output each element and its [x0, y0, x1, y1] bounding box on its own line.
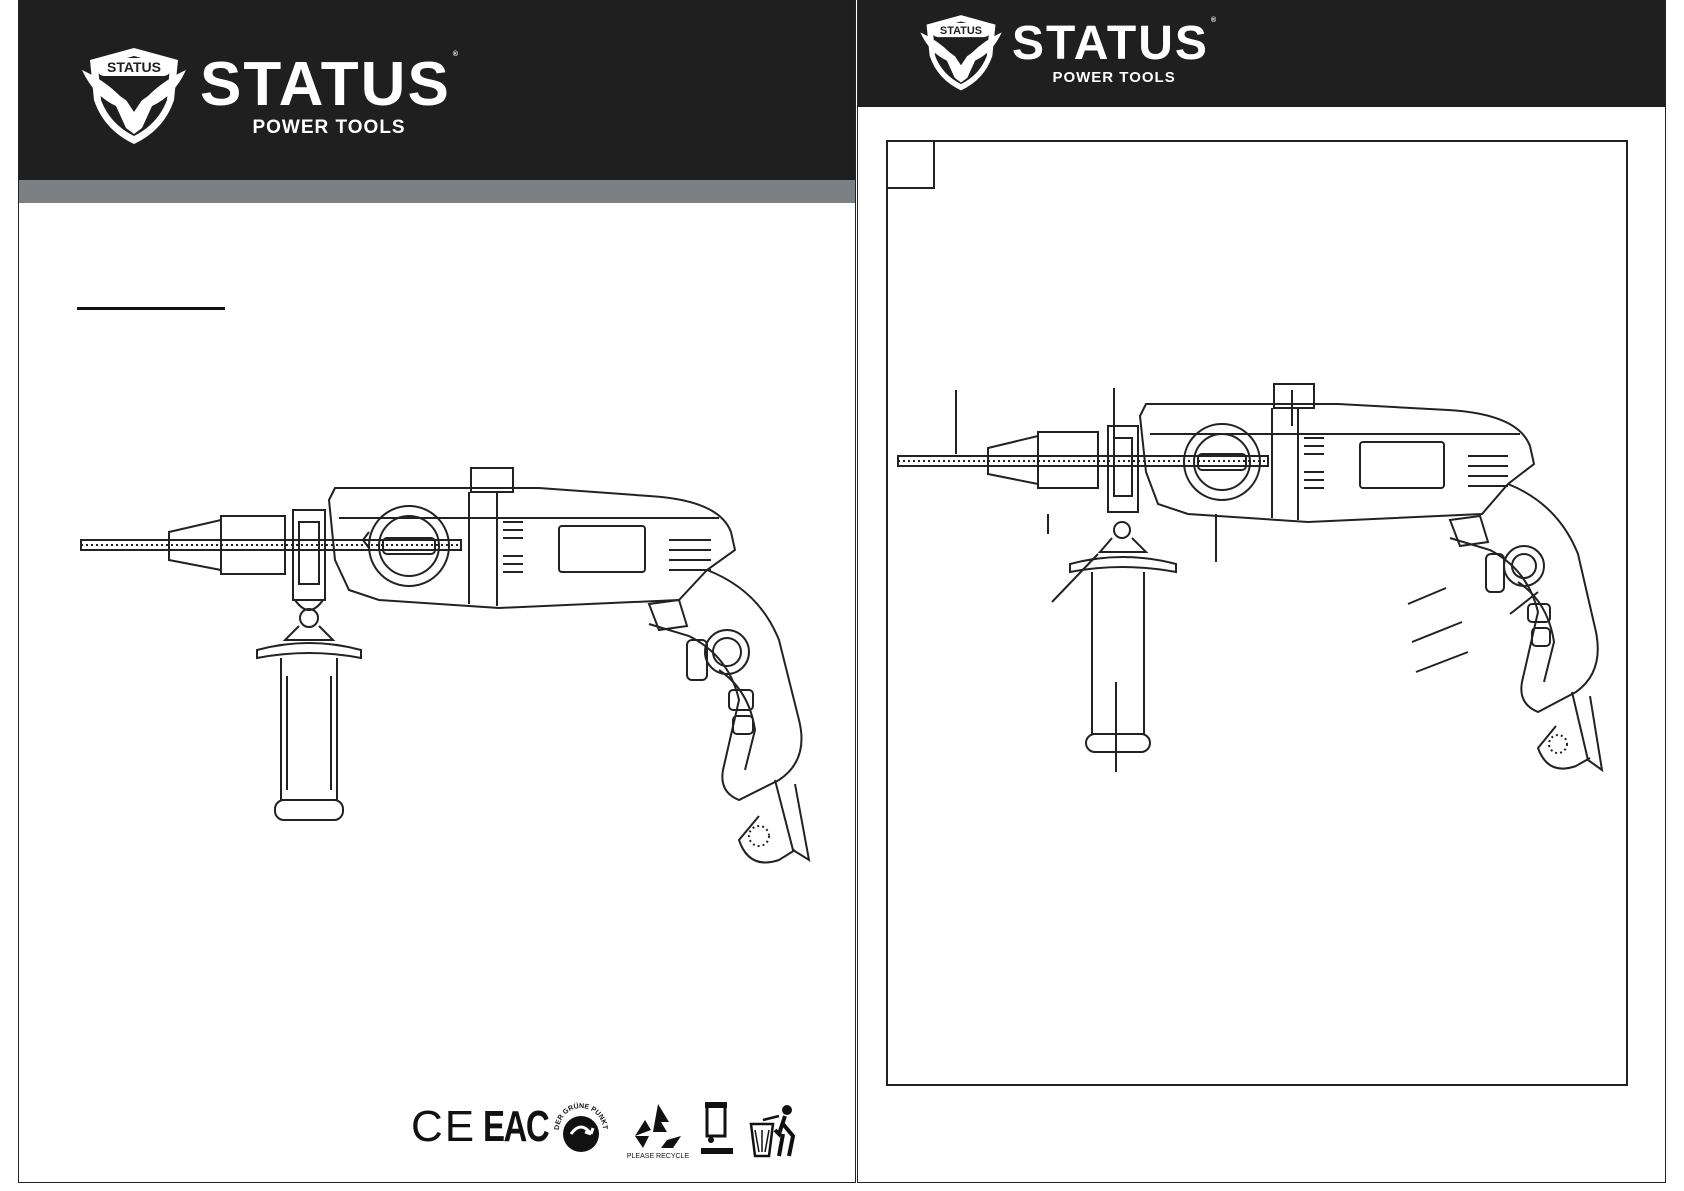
brand-wordmark: STATUS® POWER TOOLS: [1012, 15, 1216, 86]
components-page: STATUS STATUS® POWER TOOLS: [857, 0, 1666, 1183]
figure-frame: [886, 140, 1628, 1086]
weee-bin-icon: [701, 1102, 733, 1154]
cover-page: STATUS STATUS® POWER TOOLS: [18, 0, 856, 1183]
tidyman-icon: [749, 1105, 796, 1158]
eagle-shield-logo-icon: STATUS: [920, 15, 1002, 91]
green-dot-icon: DER GRÜNE PUNKT: [554, 1101, 608, 1152]
eac-mark-icon: EAC: [483, 1102, 550, 1151]
certification-marks: CE EAC DER GRÜNE PUNKT PLEASE RECYCLE: [411, 1100, 811, 1170]
registered-mark: ®: [1210, 14, 1217, 24]
brand-name: STATUS: [200, 49, 451, 119]
brand-tagline: POWER TOOLS: [252, 116, 406, 138]
brand-logo: STATUS STATUS® POWER TOOLS: [74, 40, 458, 150]
brand-tagline: POWER TOOLS: [1052, 68, 1176, 86]
logo-badge-text: STATUS: [107, 59, 161, 75]
brand-name: STATUS: [1012, 16, 1209, 70]
recycle-icon: PLEASE RECYCLE: [627, 1104, 690, 1160]
recycle-text: PLEASE RECYCLE: [627, 1153, 690, 1160]
figure-number-box: [888, 142, 935, 189]
registered-mark: ®: [452, 48, 459, 58]
drill-components-diagram: [897, 383, 1604, 773]
brand-wordmark: STATUS® POWER TOOLS: [200, 49, 458, 138]
eagle-shield-logo-icon: STATUS: [82, 48, 186, 144]
title-underline: [77, 307, 225, 310]
logo-badge-text: STATUS: [940, 25, 982, 37]
drill-illustration: [80, 467, 811, 864]
ce-mark-icon: CE: [411, 1102, 477, 1151]
cover-header-stripe: [19, 180, 855, 203]
brand-logo-small: STATUS STATUS® POWER TOOLS: [914, 8, 1216, 96]
